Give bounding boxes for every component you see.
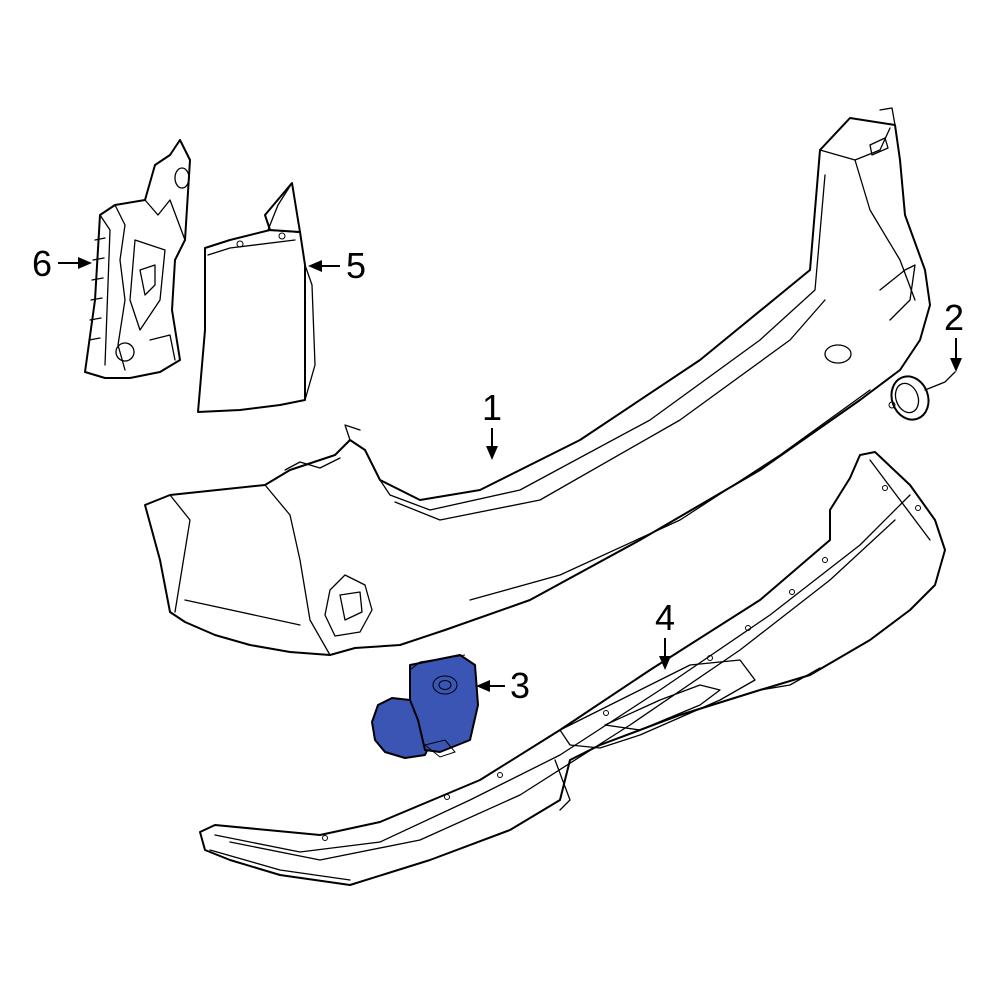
rear-bumper-cover	[144, 107, 931, 656]
callout-3-number: 3	[510, 665, 530, 706]
callout-5-number: 5	[346, 245, 366, 286]
callout-1-number: 1	[482, 387, 502, 428]
bumper-bracket-cover	[197, 182, 316, 413]
callout-2-number: 2	[944, 297, 964, 338]
callout-3: 3	[476, 665, 530, 706]
tow-eye-cap	[888, 371, 956, 421]
tow-hook-cover-panel	[409, 654, 479, 753]
callout-4: 4	[655, 597, 675, 670]
callout-1: 1	[482, 387, 502, 460]
side-support-bracket	[84, 139, 191, 379]
callout-6-number: 6	[32, 243, 52, 284]
callout-6: 6	[32, 243, 92, 284]
callout-5: 5	[308, 245, 366, 286]
tow-hook-cover	[371, 654, 479, 759]
lower-valance	[199, 451, 946, 886]
callout-4-number: 4	[655, 597, 675, 638]
callout-2: 2	[944, 297, 964, 372]
